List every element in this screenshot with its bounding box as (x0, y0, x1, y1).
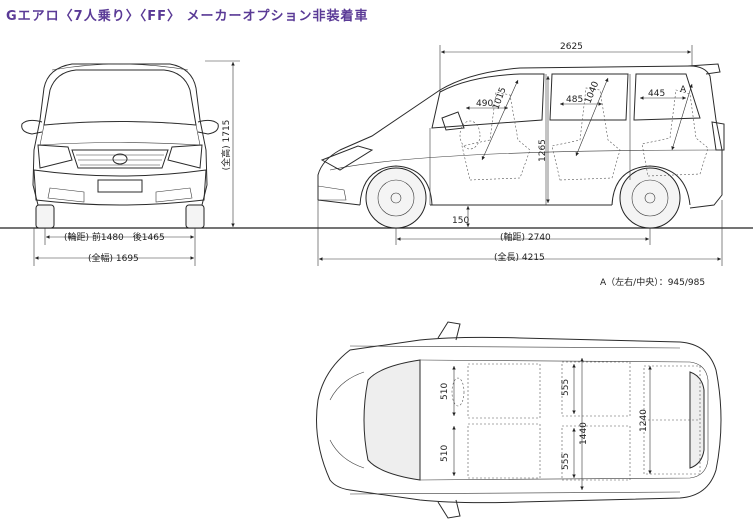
top-view (316, 321, 722, 519)
wheelbase-dimension: (軸距) 2740 (395, 228, 651, 245)
top-cabin-width-2-label: 1240 (639, 409, 649, 432)
front-tread-dimension: (輪距) 前1480 後1465 (44, 228, 196, 266)
front-height-dimension: (全高) 1715 (205, 60, 240, 227)
top-seat-width-left-lower-dimension: 510 (440, 426, 456, 476)
head-clearance-1-dimension: 1015 (481, 79, 519, 161)
side-view (317, 63, 725, 229)
top-seat-width-left-lower-label: 510 (440, 445, 450, 462)
top-seat-width-mid-lower-label: 555 (561, 453, 571, 470)
top-seat-width-left-upper-label: 510 (440, 383, 450, 400)
top-seat-width-mid-upper-dimension: 555 (561, 364, 576, 414)
ground-clearance-label: 150 (452, 216, 469, 226)
overall-length-dimension: (全長) 4215 (317, 200, 723, 266)
front-tread-label: (輪距) 前1480 後1465 (64, 231, 165, 243)
top-seat-width-mid-upper-label: 555 (561, 379, 571, 396)
front-height-label: (全高) 1715 (220, 120, 232, 171)
marker-a-note: A（左右/中央）：945/985 (600, 276, 705, 288)
top-cabin-width-1-dimension: 1440 (579, 358, 589, 490)
page-title: Gエアロ〈7人乗り〉〈FF〉 メーカーオプション非装着車 (6, 9, 369, 24)
top-cabin-width-2-dimension: 1240 (639, 366, 652, 474)
door-height-dimension: 1265 (538, 76, 550, 203)
head-clearance-2-dimension: 1040 (575, 77, 609, 157)
seat-distance-2-label: 485 (566, 95, 583, 105)
front-width-dimension: (全幅) 1695 (33, 228, 194, 266)
seat-distance-3-label: 445 (648, 89, 665, 99)
head-clearance-1-label: 1015 (491, 86, 508, 111)
door-height-label: 1265 (538, 139, 548, 162)
side-top-length-dimension: 2625 (439, 42, 693, 92)
top-seat-width-left-upper-dimension: 510 (440, 366, 456, 416)
head-clearance-2-label: 1040 (584, 80, 602, 105)
top-cabin-width-1-label: 1440 (579, 422, 589, 445)
wheelbase-label: (軸距) 2740 (500, 231, 551, 243)
front-width-label: (全幅) 1695 (88, 252, 139, 264)
marker-a-label: A (680, 85, 687, 95)
overall-length-label: (全長) 4215 (494, 251, 545, 263)
marker-a: A (671, 83, 693, 151)
ground-clearance-dimension: 150 (452, 206, 470, 227)
front-view (21, 63, 219, 229)
side-top-length-label: 2625 (560, 42, 583, 52)
top-seat-width-mid-lower-dimension: 555 (561, 428, 576, 478)
